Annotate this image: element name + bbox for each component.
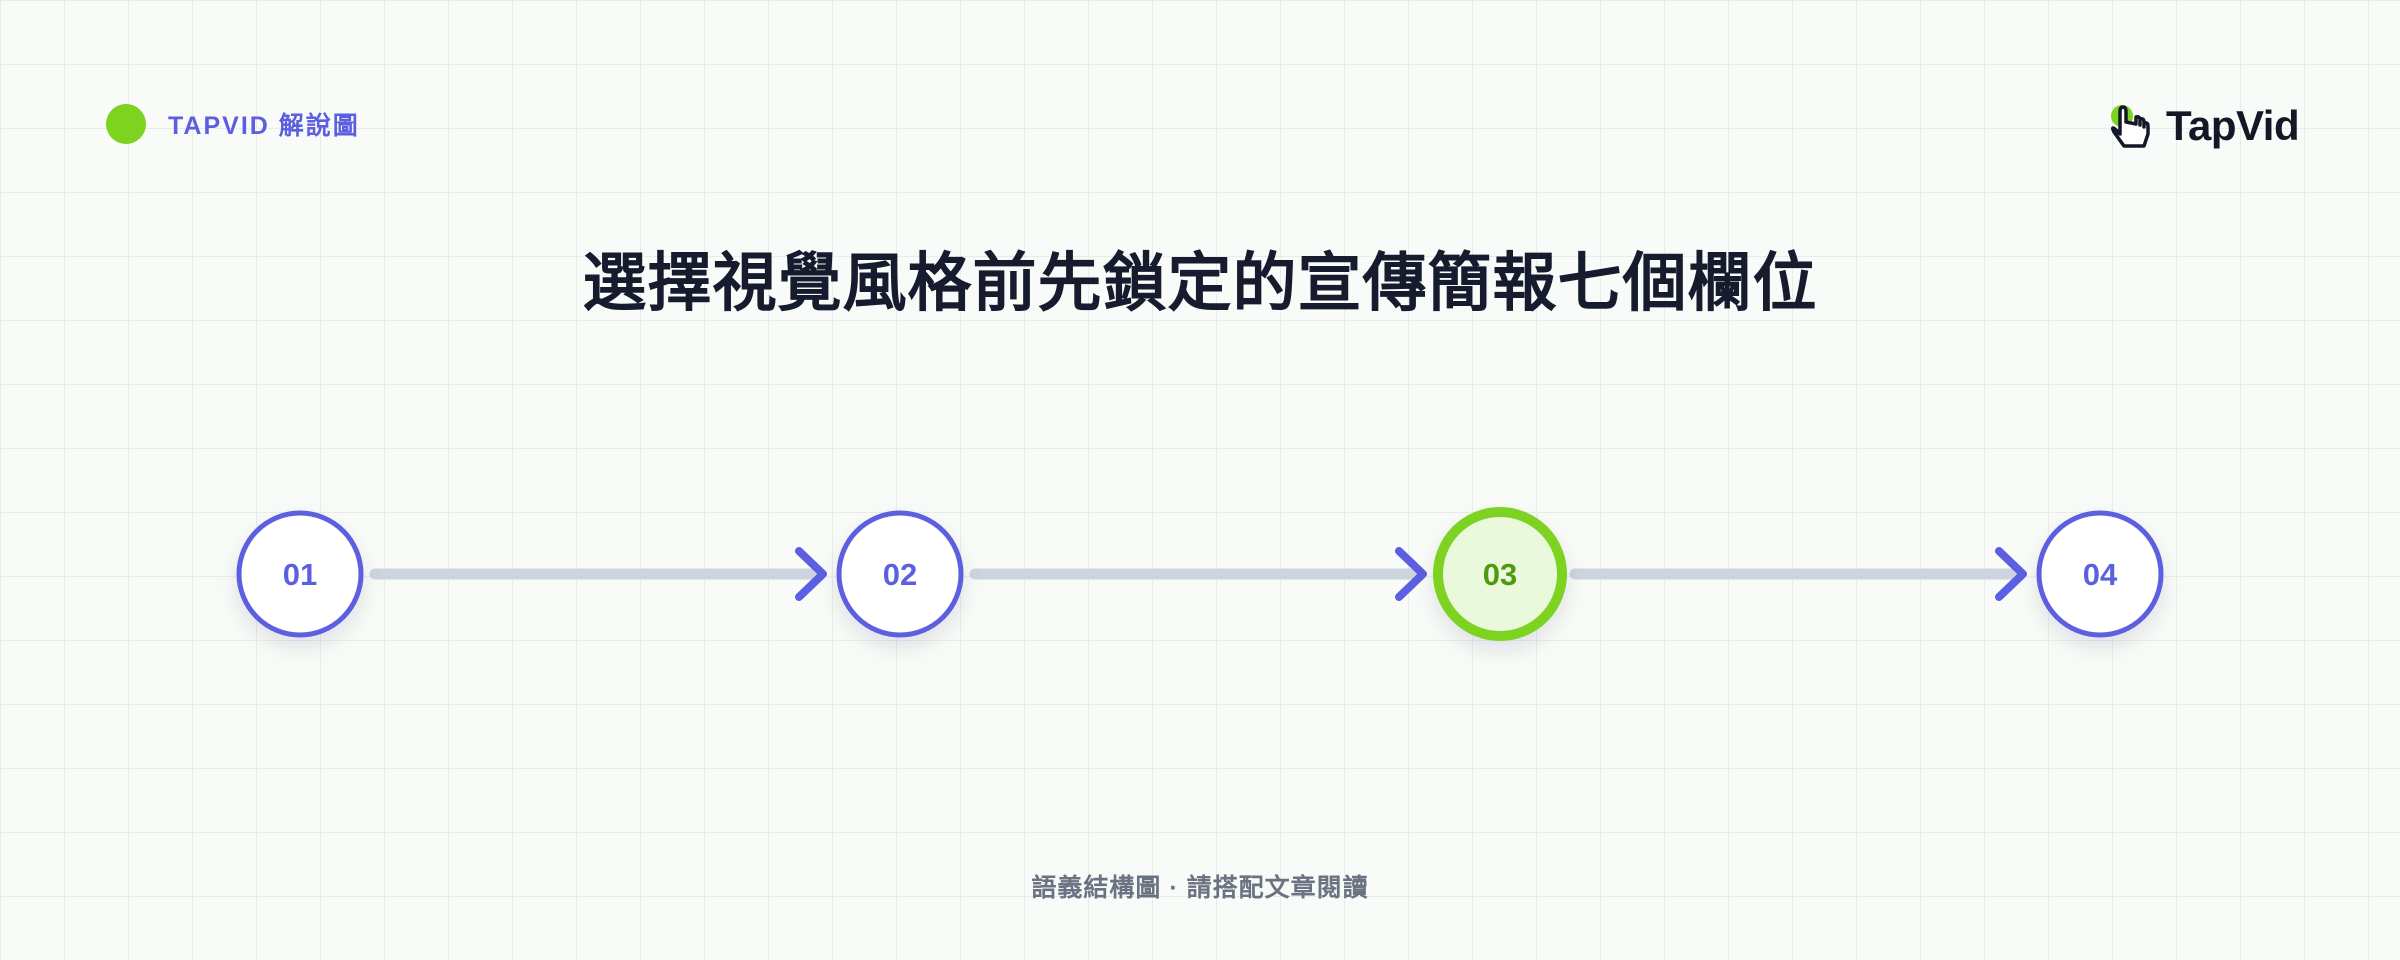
pointer-hand-icon: [2110, 105, 2150, 148]
arrow-head-icon: [1395, 547, 1427, 601]
brand-tag: TAPVID 解說圖: [106, 104, 360, 144]
step-number-label: 01: [283, 557, 317, 592]
step-node: 04: [2036, 510, 2164, 638]
step-circle: [836, 510, 964, 638]
brand-dot-icon: [106, 104, 146, 144]
step-number-label: 03: [1483, 557, 1517, 592]
step-node: 02: [836, 510, 964, 638]
logo-wordmark: TapVid: [2166, 102, 2300, 149]
arrow-head-icon: [795, 547, 827, 601]
step-number-label: 02: [883, 557, 917, 592]
step-number-label: 04: [2083, 557, 2118, 592]
arrow-head-icon: [1995, 547, 2027, 601]
footer-note: 語義結構圖 · 請搭配文章閱讀: [1031, 874, 1369, 902]
brand-tag-label: TAPVID 解說圖: [168, 112, 360, 140]
step-circle: [236, 510, 364, 638]
step-circle: [2036, 510, 2164, 638]
step-circle: [1433, 507, 1567, 641]
page-title: 選擇視覺風格前先鎖定的宣傳簡報七個欄位: [582, 247, 1818, 319]
tapvid-logo: TapVid: [2104, 98, 2300, 154]
step-node: 01: [236, 510, 364, 638]
step-node: 03: [1433, 507, 1567, 641]
